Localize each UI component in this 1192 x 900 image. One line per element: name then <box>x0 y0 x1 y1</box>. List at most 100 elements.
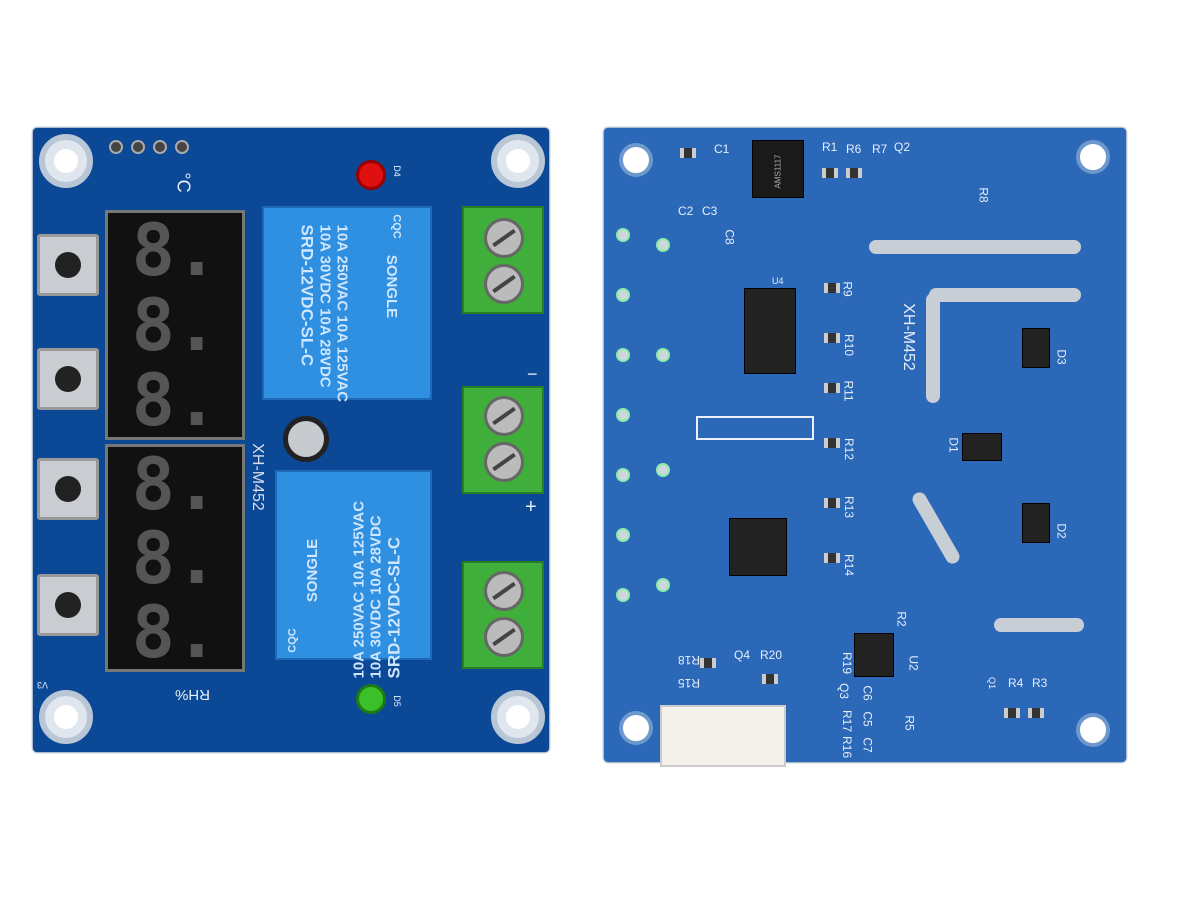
component-label: R14 <box>842 553 857 577</box>
button-1[interactable] <box>37 234 99 296</box>
component-label: D3 <box>1054 349 1069 365</box>
component-label: C1 <box>714 142 730 156</box>
button-2[interactable] <box>37 348 99 410</box>
component-label: R17 <box>840 709 855 733</box>
mounting-hole <box>39 690 93 744</box>
relay-rating: 10A 250VAC 10A 125VAC <box>333 224 351 403</box>
smd-component <box>846 168 862 178</box>
ic-u4 <box>744 288 796 374</box>
solder-pad <box>656 463 670 477</box>
solder-pad <box>616 588 630 602</box>
d4-label: D4 <box>391 165 402 177</box>
smd-component <box>1028 708 1044 718</box>
relay-bottom: 10A 250VAC 10A 125VAC 10A 30VDC 10A 28VD… <box>275 470 432 679</box>
terminal-block-2 <box>462 386 544 494</box>
minus-label: − <box>527 364 538 384</box>
display-top: 8. 8. 8. <box>105 210 245 440</box>
smd-component <box>824 333 840 343</box>
terminal-block-3 <box>462 561 544 669</box>
component-label: C8 <box>722 229 737 245</box>
header-pads <box>696 416 814 440</box>
relay-model: SRD-12VDC-SL-C <box>384 536 404 679</box>
digit: 8. <box>131 590 219 672</box>
mounting-hole <box>491 134 545 188</box>
regulator-label: AMS1117 <box>773 154 783 189</box>
solder-pad <box>616 528 630 542</box>
pcb-front: °C D4 D5 8. 8. 8. 8. 8. 8. 10A 250VAC 10… <box>33 128 549 752</box>
voltage-regulator: AMS1117 <box>752 140 804 198</box>
smd-component <box>824 553 840 563</box>
solder-pad <box>656 238 670 252</box>
terminal-block-1 <box>462 206 544 314</box>
component-label: R9 <box>840 281 855 297</box>
celsius-label: °C <box>173 172 194 193</box>
mounting-hole <box>1076 713 1110 747</box>
component-label: R4 <box>1008 676 1024 690</box>
component-label: R11 <box>841 380 856 402</box>
relay-top: 10A 250VAC 10A 125VAC 10A 30VDC 10A 28VD… <box>262 206 432 402</box>
power-trace <box>909 489 963 567</box>
component-label: C7 <box>860 737 875 753</box>
relay-model: SRD-12VDC-SL-C <box>297 224 317 367</box>
component-label: R20 <box>760 648 783 662</box>
smd-component <box>1004 708 1020 718</box>
component-label: R15 <box>678 676 701 690</box>
smd-component <box>762 674 778 684</box>
component-label: R16 <box>840 735 855 759</box>
green-led <box>356 684 386 714</box>
diode-d3 <box>1022 328 1050 368</box>
component-label: R1 <box>822 140 838 154</box>
mounting-hole <box>39 134 93 188</box>
component-label: R8 <box>976 187 991 203</box>
component-label: C2 <box>678 204 694 218</box>
component-label: R5 <box>902 715 917 731</box>
component-label: C3 <box>702 204 718 218</box>
component-label: D2 <box>1054 523 1069 539</box>
component-label: R3 <box>1032 676 1048 690</box>
component-label: Q1 <box>987 676 998 690</box>
component-label: R10 <box>842 333 857 357</box>
smd-component <box>680 148 696 158</box>
digit: 8. <box>131 210 219 293</box>
component-label: R13 <box>842 495 857 519</box>
relay-brand: SONGLE <box>383 254 401 319</box>
v3-label: V3 <box>37 680 49 690</box>
component-label: Q4 <box>734 648 751 662</box>
component-label: R2 <box>894 611 909 627</box>
power-trace <box>869 240 1081 254</box>
diode-d2 <box>1022 503 1050 543</box>
component-label: U4 <box>772 276 784 286</box>
smd-component <box>824 383 840 393</box>
plus-label: + <box>525 496 537 518</box>
button-4[interactable] <box>37 574 99 636</box>
relay-brand: SONGLE <box>304 538 322 603</box>
component-label: U2 <box>906 655 921 671</box>
d5-label: D5 <box>391 695 402 707</box>
solder-pad <box>656 578 670 592</box>
solder-pad <box>616 288 630 302</box>
power-trace <box>929 288 1081 302</box>
mounting-hole <box>491 690 545 744</box>
power-trace <box>994 618 1084 632</box>
relay-rating: 10A 30VDC 10A 28VDC <box>367 515 385 679</box>
smd-component <box>824 498 840 508</box>
relay-cert: CQC <box>286 628 299 653</box>
red-led <box>356 160 386 190</box>
mounting-hole <box>619 711 653 745</box>
button-3[interactable] <box>37 458 99 520</box>
smd-component <box>824 438 840 448</box>
component-label: R7 <box>872 142 888 156</box>
component-label: R6 <box>846 142 862 156</box>
component-label: C6 <box>860 685 875 701</box>
solder-pad <box>616 228 630 242</box>
mounting-hole <box>1076 140 1110 174</box>
digit: 8. <box>131 282 219 367</box>
component-label: C5 <box>860 711 875 727</box>
connector <box>660 705 786 767</box>
smd-component <box>824 283 840 293</box>
smd-component <box>700 658 716 668</box>
power-trace <box>926 293 940 403</box>
ic-u2 <box>854 633 894 677</box>
capacitor <box>283 416 329 462</box>
relay-rating: 10A 250VAC 10A 125VAC <box>350 500 368 679</box>
